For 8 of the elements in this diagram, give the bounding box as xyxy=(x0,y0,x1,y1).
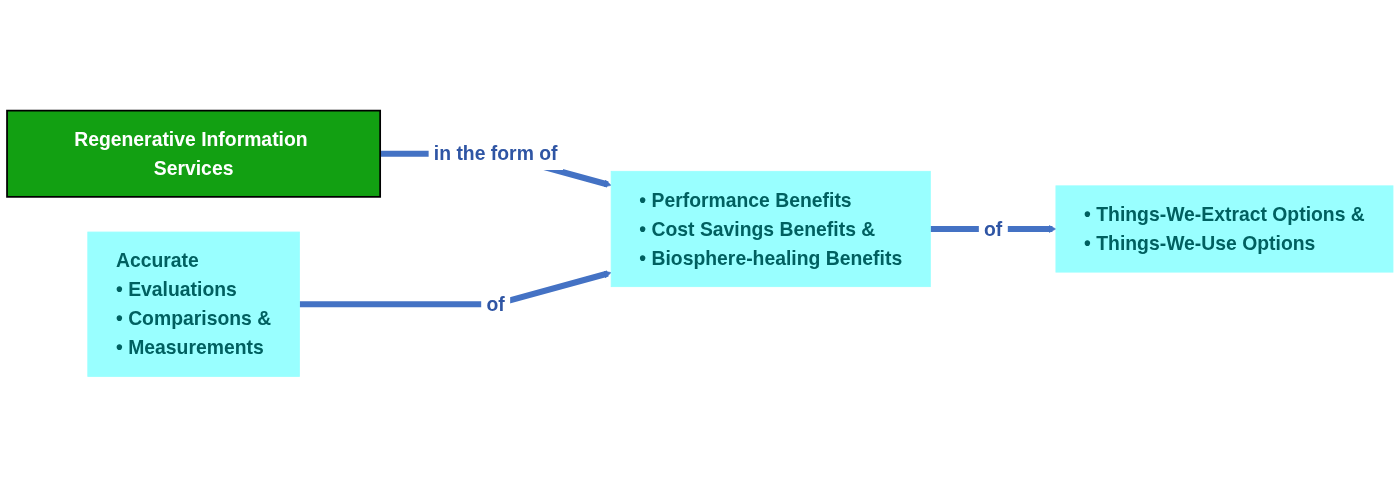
arrow xyxy=(299,270,612,308)
edge-label: of xyxy=(983,217,1003,240)
node-box: • Things-We-Extract Options & • Things-We-Use Options xyxy=(1055,185,1394,273)
edge-label: of xyxy=(486,293,505,316)
edge-label: in the form of xyxy=(433,142,558,165)
node-box: • Performance Benefits • Cost Savings Benefits & • Biosphere-healing Benefits xyxy=(610,170,931,288)
node-box: Accurate • Evaluations • Comparisons & • Measurements xyxy=(87,231,300,377)
node-box: Regenerative Information Services xyxy=(6,109,382,198)
